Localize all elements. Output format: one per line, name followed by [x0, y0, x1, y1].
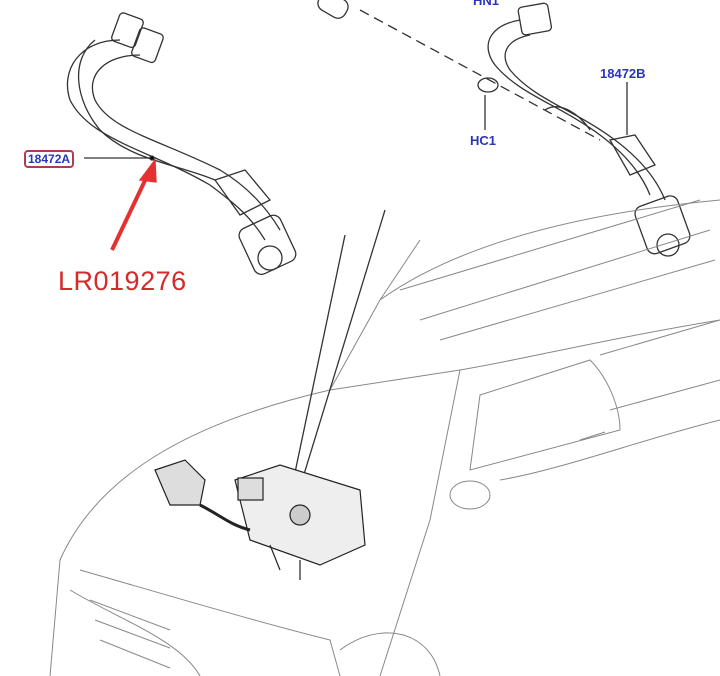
vehicle-outline: [49, 199, 720, 676]
heater-hose-a: [66, 12, 297, 275]
heater-hose-b: [487, 2, 691, 257]
callout-18472b: 18472B: [600, 66, 646, 81]
callout-18472a: 18472A: [24, 150, 75, 168]
assembly-line: [359, 9, 601, 141]
hvac-unit: [154, 459, 366, 580]
callout-hc1: HC1: [470, 133, 497, 148]
callout-hn1: HN1: [473, 0, 500, 8]
hose-clip: [477, 77, 499, 93]
red-arrow: [110, 169, 152, 251]
part-number-annotation: LR019276: [58, 266, 187, 296]
